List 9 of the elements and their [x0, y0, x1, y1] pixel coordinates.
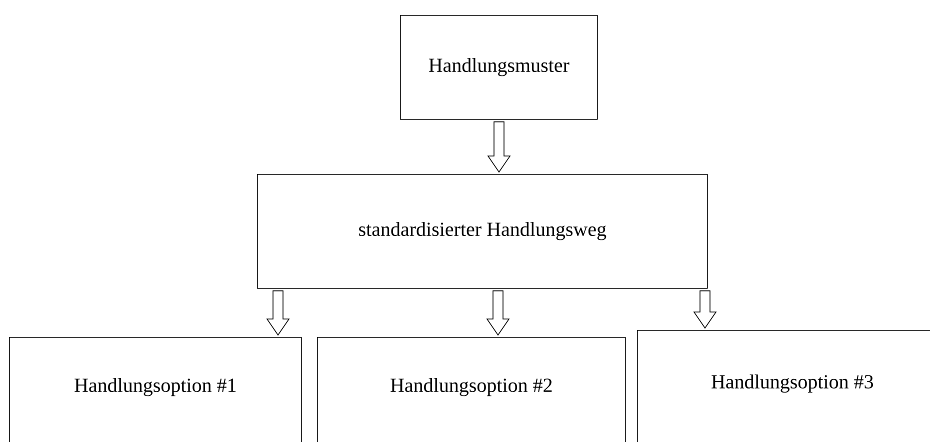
process-box: Handlungsoption #2: [317, 337, 626, 442]
hollow-arrow: [266, 290, 290, 336]
hollow-arrow: [487, 121, 511, 173]
process-box: Handlungsmuster: [400, 15, 598, 120]
process-box: standardisierter Handlungsweg: [257, 174, 708, 289]
hollow-arrow: [693, 290, 717, 329]
process-box: Handlungsoption #1: [9, 337, 302, 442]
hollow-arrow: [486, 290, 510, 336]
process-box: Handlungsoption #3: [637, 330, 930, 442]
